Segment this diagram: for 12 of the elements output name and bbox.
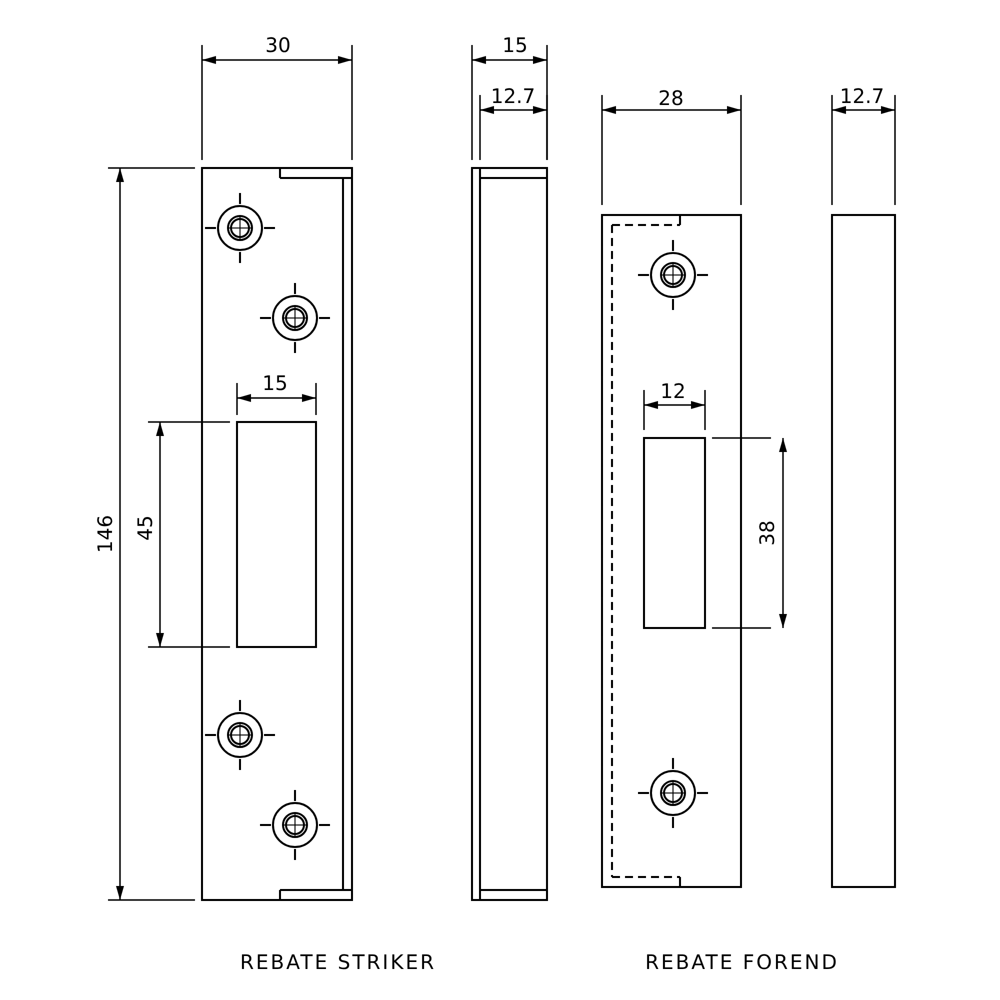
dimension-value: 45	[135, 515, 155, 541]
dimension-value: 28	[658, 88, 684, 108]
dimension-value: 12.7	[490, 86, 536, 106]
dimension-value: 38	[757, 520, 777, 546]
dimension-value: 15	[502, 35, 528, 55]
view-caption: REBATE STRIKER	[240, 952, 436, 972]
view-caption: REBATE FOREND	[645, 952, 839, 972]
dimension-value: 15	[262, 373, 288, 393]
dimension-value: 12	[660, 381, 686, 401]
dimension-value: 12.7	[840, 86, 884, 106]
dimension-value: 30	[265, 35, 291, 55]
dimension-value: 146	[95, 514, 115, 554]
